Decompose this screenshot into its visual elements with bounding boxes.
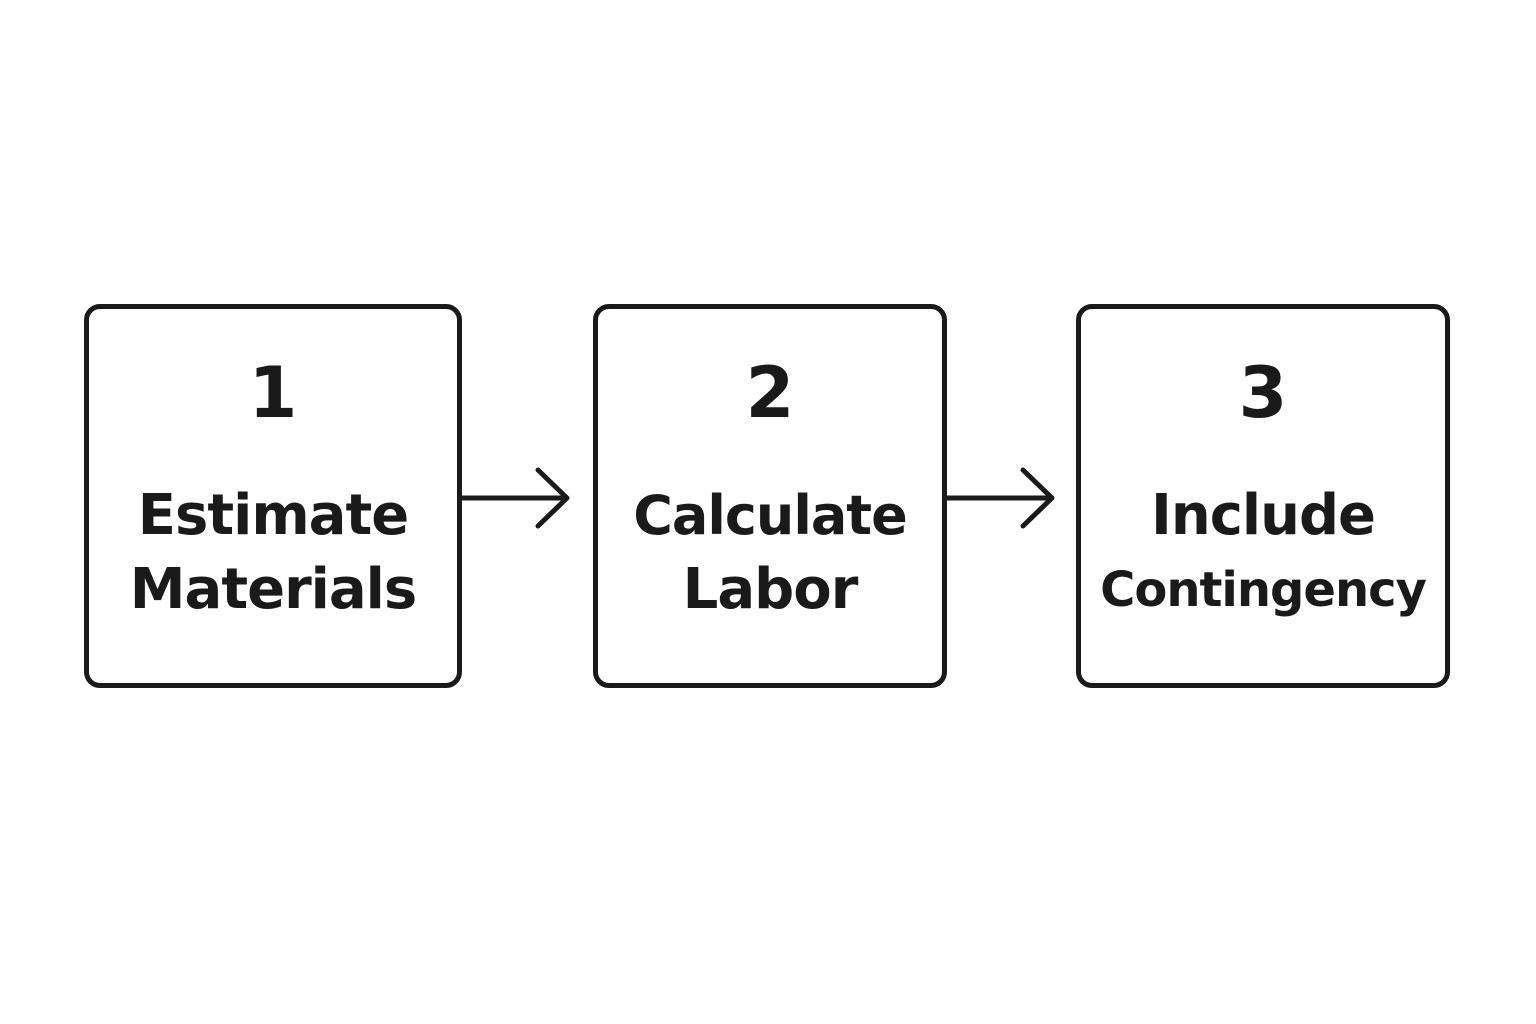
step-number: 2 <box>745 352 795 434</box>
step-label-line: Materials <box>129 557 417 622</box>
step-label: Estimate Materials <box>89 479 457 627</box>
arrow-right-icon <box>460 467 570 529</box>
step-label-line: Labor <box>682 557 859 622</box>
step-box-calculate-labor: 2 Calculate Labor <box>593 304 947 688</box>
step-box-include-contingency: 3 Include Contingency <box>1076 304 1450 688</box>
step-box-estimate-materials: 1 Estimate Materials <box>84 304 462 688</box>
step-label: Include Contingency <box>1081 479 1445 627</box>
step-label-line: Contingency <box>1100 562 1427 618</box>
step-label: Calculate Labor <box>598 479 942 627</box>
step-label-line: Include <box>1150 483 1376 548</box>
step-label-line: Estimate <box>137 483 409 548</box>
step-label-line: Calculate <box>633 484 907 547</box>
step-number: 1 <box>248 352 298 434</box>
step-number: 3 <box>1238 352 1288 434</box>
arrow-right-icon <box>945 467 1055 529</box>
